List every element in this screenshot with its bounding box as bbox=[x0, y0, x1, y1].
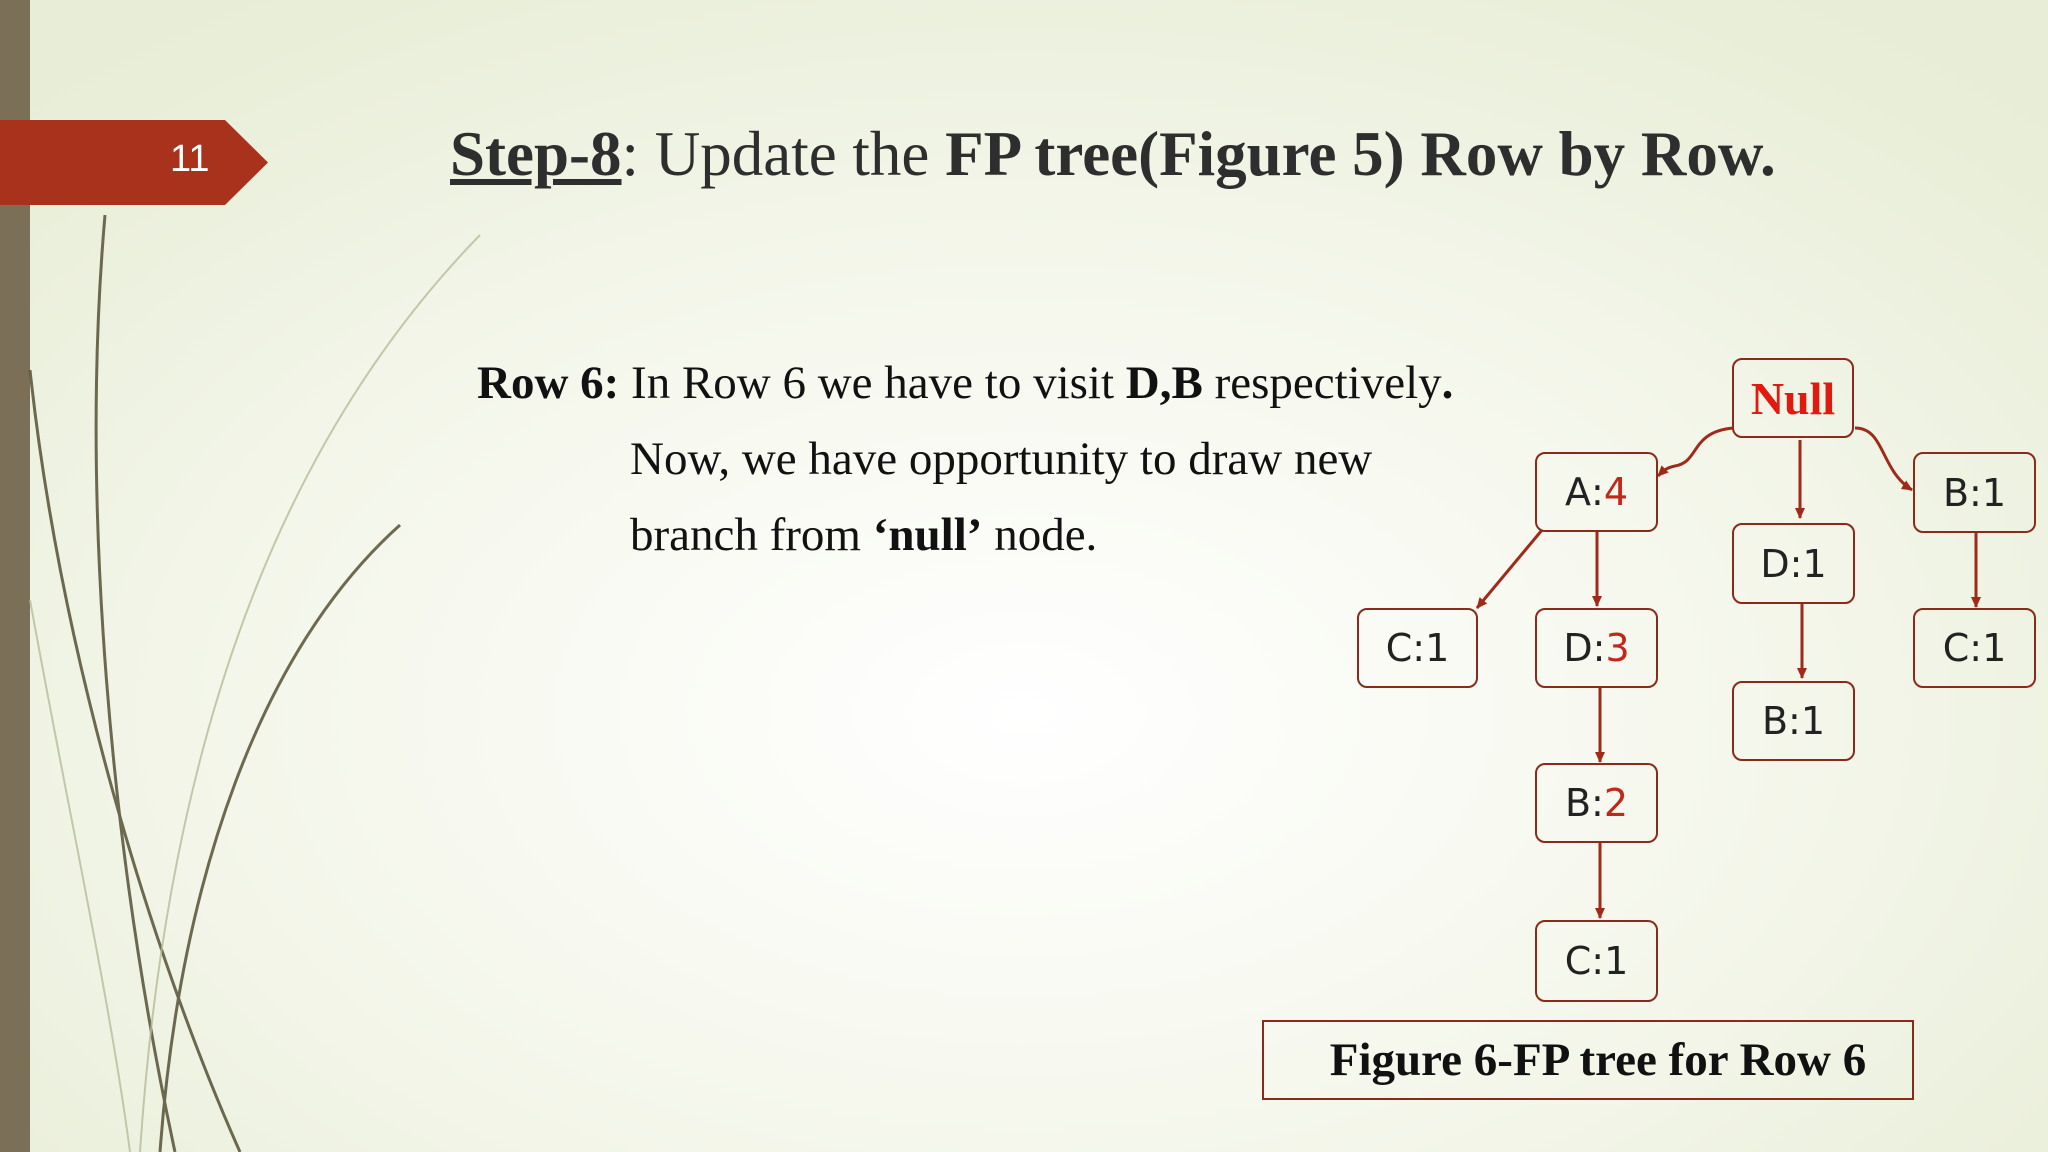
body-items: D,B bbox=[1125, 357, 1203, 409]
node-count: 4 bbox=[1603, 470, 1628, 514]
edge-a4-c1-left bbox=[1475, 529, 1544, 609]
body-line-2: Now, we have opportunity to draw new bbox=[630, 433, 1373, 485]
node-count: 2 bbox=[1603, 781, 1629, 825]
edge-null-b1-right bbox=[1854, 426, 1913, 492]
slide-number-badge: 11 bbox=[0, 120, 268, 205]
node-sep: : bbox=[1592, 626, 1606, 670]
body-line-1-end: respectively bbox=[1202, 357, 1442, 409]
node-item: D bbox=[1563, 626, 1593, 670]
slide-number: 11 bbox=[170, 138, 210, 180]
node-sep: : bbox=[1591, 781, 1604, 825]
title-bold: FP tree(Figure 5) Row by Row. bbox=[945, 119, 1776, 189]
node-count: 1 bbox=[1981, 470, 2007, 515]
tree-node-a4: A : 4 bbox=[1535, 452, 1658, 532]
figure-caption: Figure 6-FP tree for Row 6 bbox=[1262, 1020, 1914, 1100]
tree-node-d1: D : 1 bbox=[1732, 523, 1855, 604]
node-item: A bbox=[1565, 470, 1591, 514]
node-sep: : bbox=[1788, 699, 1801, 743]
node-count: 1 bbox=[1982, 626, 2007, 670]
body-line-3-text: branch from bbox=[630, 509, 873, 561]
body-line-1-text: In Row 6 we have to visit bbox=[619, 357, 1126, 409]
node-item: B bbox=[1564, 781, 1592, 825]
body-line-3-end: node. bbox=[982, 509, 1098, 561]
tree-node-d3: D : 3 bbox=[1535, 608, 1658, 688]
tree-node-c1-bottom: C : 1 bbox=[1535, 920, 1658, 1002]
node-item: C bbox=[1385, 626, 1413, 670]
node-item: B bbox=[1942, 470, 1970, 515]
body-line-3: branch from ‘null’ node. bbox=[477, 497, 1453, 573]
node-sep: : bbox=[1591, 939, 1605, 983]
tree-node-c1-right: C : 1 bbox=[1913, 608, 2036, 688]
node-item: D bbox=[1760, 541, 1790, 586]
node-sep: : bbox=[1969, 470, 1982, 515]
node-item: C bbox=[1942, 626, 1970, 670]
node-sep: : bbox=[1789, 541, 1803, 586]
node-item: C bbox=[1564, 939, 1592, 983]
title-text: : Update the bbox=[621, 119, 946, 189]
node-sep: : bbox=[1969, 626, 1983, 670]
node-count: 1 bbox=[1604, 939, 1629, 983]
body-text: Row 6: In Row 6 we have to visit D,B res… bbox=[477, 345, 1453, 573]
row-label: Row 6: bbox=[477, 357, 620, 409]
tree-node-b1-mid: B : 1 bbox=[1732, 681, 1855, 761]
null-keyword: ‘null’ bbox=[872, 509, 983, 561]
edge-null-a4 bbox=[1656, 426, 1734, 478]
body-line-1: Row 6: In Row 6 we have to visit D,B res… bbox=[477, 345, 1453, 421]
tree-node-null: Null bbox=[1732, 358, 1854, 438]
node-count: 1 bbox=[1425, 626, 1450, 670]
node-item: B bbox=[1761, 699, 1789, 743]
title-step: Step-8 bbox=[450, 119, 622, 189]
tree-node-b2: B : 2 bbox=[1535, 763, 1658, 843]
body-line-1-period: . bbox=[1441, 357, 1454, 409]
node-count: 3 bbox=[1605, 626, 1630, 670]
node-count: 1 bbox=[1800, 699, 1826, 743]
node-count: 1 bbox=[1802, 541, 1827, 586]
node-sep: : bbox=[1591, 470, 1604, 514]
tree-node-b1-right: B : 1 bbox=[1913, 452, 2036, 533]
tree-node-c1-left: C : 1 bbox=[1357, 608, 1478, 688]
page-title: Step-8: Update the FP tree(Figure 5) Row… bbox=[450, 118, 1776, 191]
node-sep: : bbox=[1412, 626, 1426, 670]
